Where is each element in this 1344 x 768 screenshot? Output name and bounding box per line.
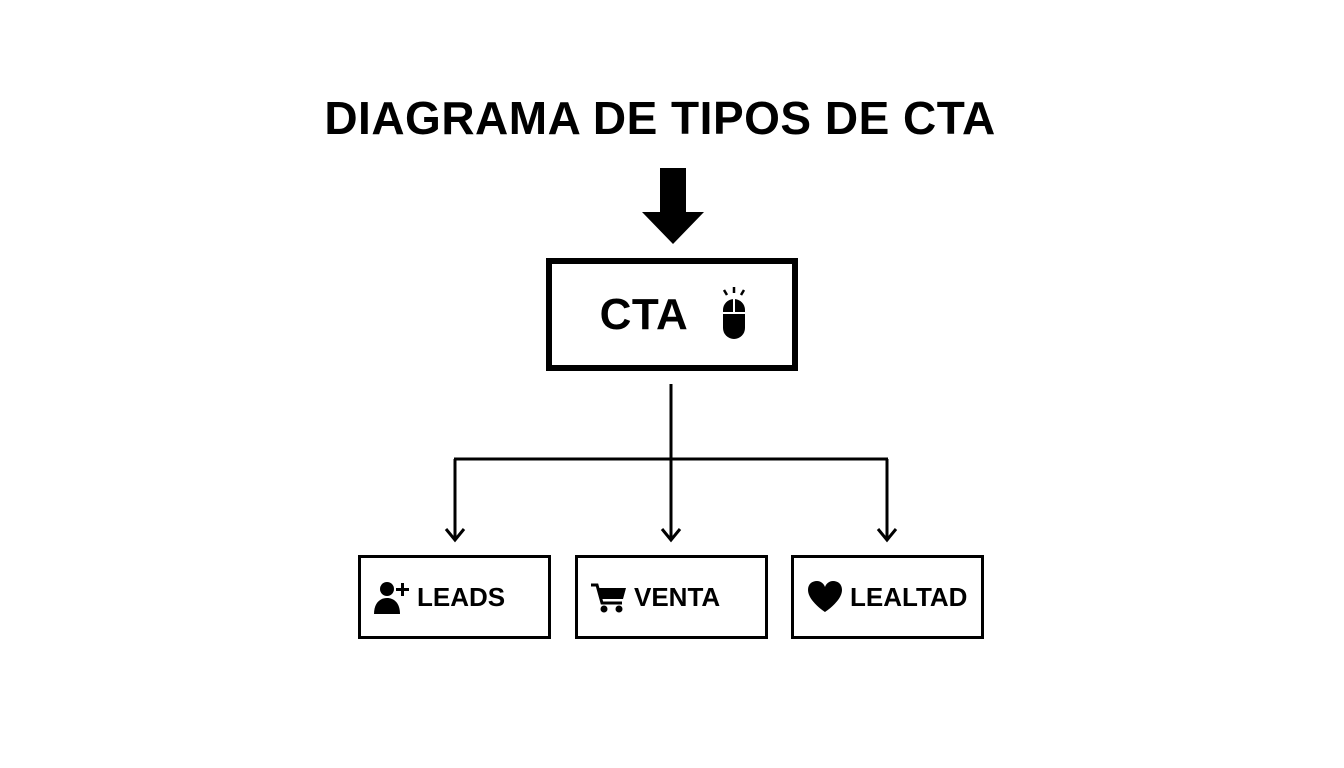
arrow-to-leads bbox=[444, 459, 466, 543]
cta-root-box: CTA bbox=[546, 258, 798, 371]
mouse-click-icon bbox=[723, 286, 746, 339]
child-label-leads: LEADS bbox=[417, 581, 506, 612]
child-box-leads: LEADS bbox=[358, 555, 551, 639]
shopping-cart-icon bbox=[591, 583, 626, 613]
add-user-icon bbox=[374, 582, 409, 614]
cta-root-label: CTA bbox=[599, 289, 689, 339]
child-box-lealtad: LEALTAD bbox=[791, 555, 984, 639]
child-label-lealtad: LEALTAD bbox=[850, 581, 968, 612]
child-box-venta: VENTA bbox=[575, 555, 768, 639]
title-arrow bbox=[642, 168, 704, 244]
child-label-venta: VENTA bbox=[634, 581, 721, 612]
heart-icon bbox=[808, 581, 842, 612]
arrow-to-lealtad bbox=[876, 459, 898, 543]
arrow-to-venta bbox=[660, 459, 682, 543]
diagram-title: DIAGRAMA DE TIPOS DE CTA bbox=[324, 92, 996, 144]
